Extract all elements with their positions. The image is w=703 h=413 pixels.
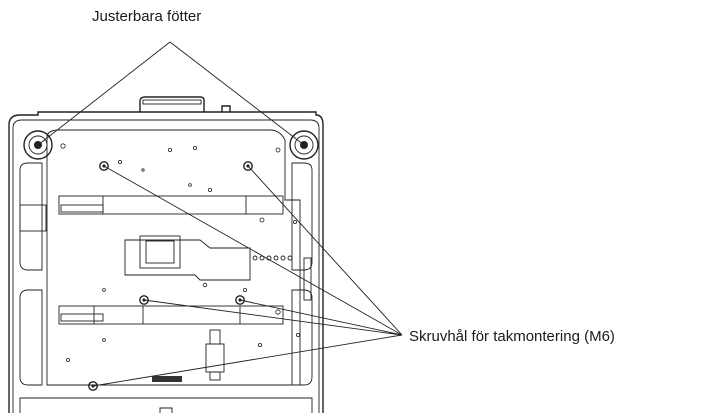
feet-leader-lines [37,41,305,146]
ceiling-mount-holes-label: Skruvhål för takmontering (M6) [409,328,615,345]
lower-rail-bar [58,305,284,325]
right-side-rail [291,162,313,271]
mount-holes [88,161,253,391]
upper-rail-bar [58,195,284,215]
inner-panel [46,129,301,386]
holes-leader-lines [92,165,403,387]
left-side-rail [19,162,43,271]
projector-body-outline [8,111,324,413]
adjustable-feet-label: Justerbara fötter [92,8,202,25]
top-latch [221,105,231,112]
small-holes [60,143,300,362]
connector-part [205,329,225,381]
body-inner-rim [12,119,320,413]
top-handle [139,96,205,112]
central-cover [124,235,312,301]
bottom-grip [152,376,182,382]
